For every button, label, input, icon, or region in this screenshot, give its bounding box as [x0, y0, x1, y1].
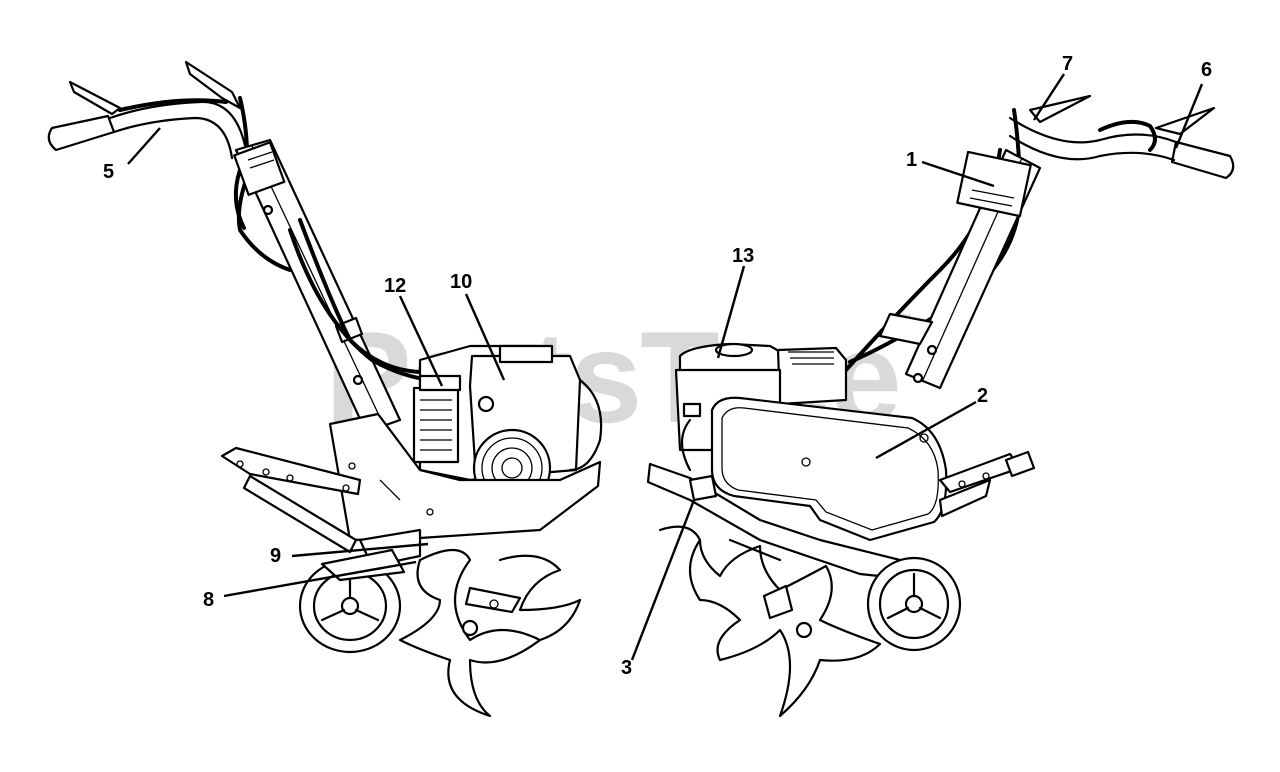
leader-6 — [1174, 83, 1204, 149]
right-tiller — [646, 94, 1235, 718]
left-handle-tube — [233, 138, 432, 472]
leader-10 — [464, 293, 506, 381]
leader-12 — [398, 295, 444, 387]
leader-2 — [875, 400, 977, 460]
right-frame — [646, 450, 1036, 580]
callout-2: 2 — [977, 385, 989, 407]
callout-8: 8 — [203, 589, 215, 611]
right-handle-tube — [878, 148, 1042, 390]
callout-5: 5 — [103, 161, 115, 183]
right-tines — [658, 525, 882, 718]
leader-5 — [127, 127, 161, 165]
callout-6: 6 — [1201, 59, 1213, 81]
right-belt-guard — [710, 396, 948, 542]
left-tines — [398, 548, 582, 718]
leader-13 — [716, 265, 746, 359]
callout-7: 7 — [1062, 53, 1074, 75]
left-handlebar — [47, 60, 292, 272]
callout-12: 12 — [384, 275, 407, 297]
callout-9: 9 — [270, 545, 282, 567]
callout-10: 10 — [450, 271, 473, 293]
left-wheel — [298, 548, 406, 654]
callout-3: 3 — [621, 657, 633, 679]
leader-1 — [921, 160, 995, 188]
right-wheel — [866, 556, 962, 652]
leader-7 — [1032, 73, 1066, 121]
leader-lines — [127, 73, 1204, 661]
left-frame — [220, 412, 602, 568]
leader-8 — [223, 560, 417, 598]
callout-1: 1 — [906, 149, 918, 171]
callout-13: 13 — [732, 245, 755, 267]
left-tiller — [47, 60, 603, 718]
leader-3 — [630, 499, 696, 661]
leader-9 — [291, 542, 429, 558]
